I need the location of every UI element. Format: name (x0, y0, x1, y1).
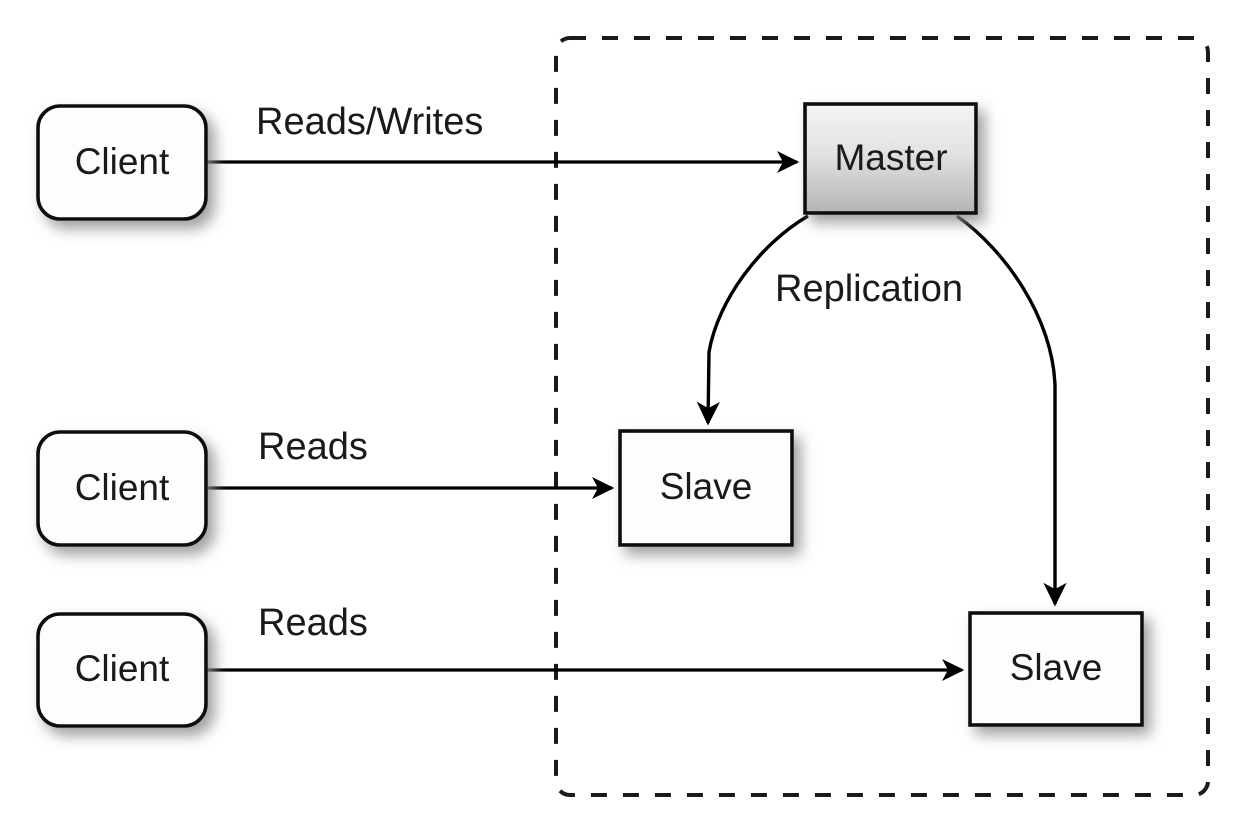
edge-label-reads-writes: Reads/Writes (256, 101, 483, 143)
slave-1-label: Slave (660, 466, 753, 507)
node-slave-2[interactable]: Slave (968, 611, 1144, 727)
master-label: Master (834, 137, 947, 178)
edge-master-to-slave1-replication (696, 214, 809, 426)
node-client-3[interactable]: Client (36, 612, 208, 728)
database-cluster-boundary (554, 36, 1210, 797)
client-3-label: Client (75, 648, 170, 689)
edge-label-reads-middle: Reads (258, 426, 368, 468)
node-client-1[interactable]: Client (36, 104, 208, 221)
slave-2-label: Slave (1010, 647, 1103, 688)
client-1-label: Client (75, 141, 170, 182)
client-3-shape (36, 612, 208, 728)
master-shape (803, 102, 978, 215)
slave-1-shape (618, 429, 794, 547)
slave-2-shape (968, 611, 1144, 727)
edge-label-replication: Replication (775, 268, 963, 310)
node-slave-1[interactable]: Slave (618, 429, 794, 547)
client-2-shape (36, 430, 208, 547)
client-2-label: Client (75, 467, 170, 508)
edge-label-reads-bottom: Reads (258, 602, 368, 644)
edge-master-to-slave2-replication (956, 214, 1067, 607)
node-client-2[interactable]: Client (36, 430, 208, 547)
node-master[interactable]: Master (803, 102, 978, 215)
client-1-shape (36, 104, 208, 221)
